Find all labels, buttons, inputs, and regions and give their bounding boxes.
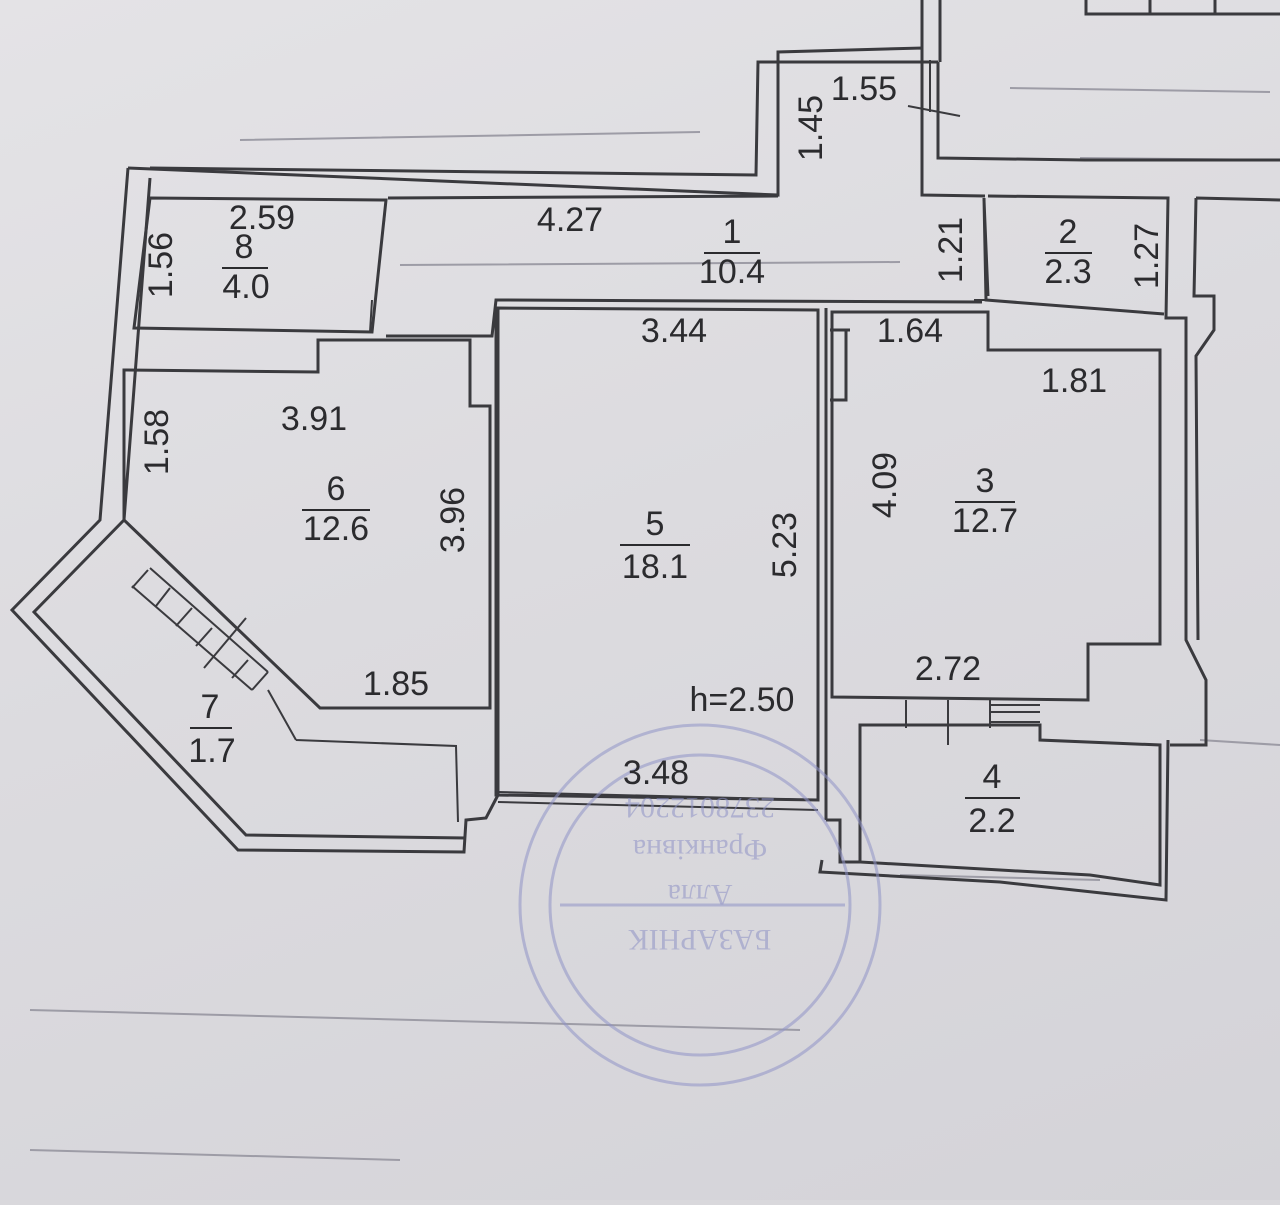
dim-1-45: 1.45 xyxy=(792,95,830,161)
room-1-number: 1 xyxy=(723,213,742,251)
room-8-number: 8 xyxy=(235,228,254,266)
dim-1-56: 1.56 xyxy=(142,232,180,298)
dim-3-91: 3.91 xyxy=(281,400,347,438)
room-6-area: 12.6 xyxy=(303,510,369,548)
background-print xyxy=(29,87,1280,1161)
dim-3-48: 3.48 xyxy=(623,754,689,792)
room-labels: 1 10.4 2 2.3 3 12.7 4 2.2 5 18.1 6 12.6 … xyxy=(188,213,1092,840)
room-7-number: 7 xyxy=(201,688,220,726)
room-5-number: 5 xyxy=(646,505,665,543)
dim-2-59: 2.59 xyxy=(229,199,295,237)
walls xyxy=(9,0,1280,902)
ceiling-height: h=2.50 xyxy=(690,681,795,719)
room-4-number: 4 xyxy=(983,758,1002,796)
room-1-area: 10.4 xyxy=(699,253,765,291)
room-3-area: 12.7 xyxy=(952,502,1018,540)
dim-4-09: 4.09 xyxy=(866,452,904,518)
room-4-area: 2.2 xyxy=(968,802,1015,840)
room-6-number: 6 xyxy=(327,470,346,508)
stamp-line-1: БАЗАРНІК xyxy=(628,923,772,956)
room-3-number: 3 xyxy=(976,462,995,500)
dim-1-55: 1.55 xyxy=(831,70,897,108)
dim-1-58: 1.58 xyxy=(138,409,176,475)
dim-1-21: 1.21 xyxy=(932,217,970,283)
room-2-area: 2.3 xyxy=(1044,253,1091,291)
room-2-number: 2 xyxy=(1059,213,1078,251)
dimension-labels: 1.55 1.45 4.27 1.21 1.27 2.59 1.56 3.44 … xyxy=(138,70,1166,792)
dim-1-81: 1.81 xyxy=(1041,362,1107,400)
dim-2-72: 2.72 xyxy=(915,650,981,688)
dim-1-64: 1.64 xyxy=(877,312,943,350)
dim-4-27: 4.27 xyxy=(537,201,603,239)
dim-1-27: 1.27 xyxy=(1128,223,1166,289)
dim-5-23: 5.23 xyxy=(766,512,804,578)
dim-1-85: 1.85 xyxy=(363,665,429,703)
dim-3-96: 3.96 xyxy=(434,487,472,553)
dim-3-44: 3.44 xyxy=(641,312,707,350)
stamp-line-3: Франківна xyxy=(633,833,768,866)
official-stamp: БАЗАРНІК Алла Франківна 2378012204 xyxy=(518,723,882,1087)
stamp-line-2: Алла xyxy=(668,878,733,911)
room-5-area: 18.1 xyxy=(622,548,688,586)
room-7-area: 1.7 xyxy=(188,732,235,770)
room-8-area: 4.0 xyxy=(222,268,269,306)
stamp-line-4: 2378012204 xyxy=(625,791,775,824)
